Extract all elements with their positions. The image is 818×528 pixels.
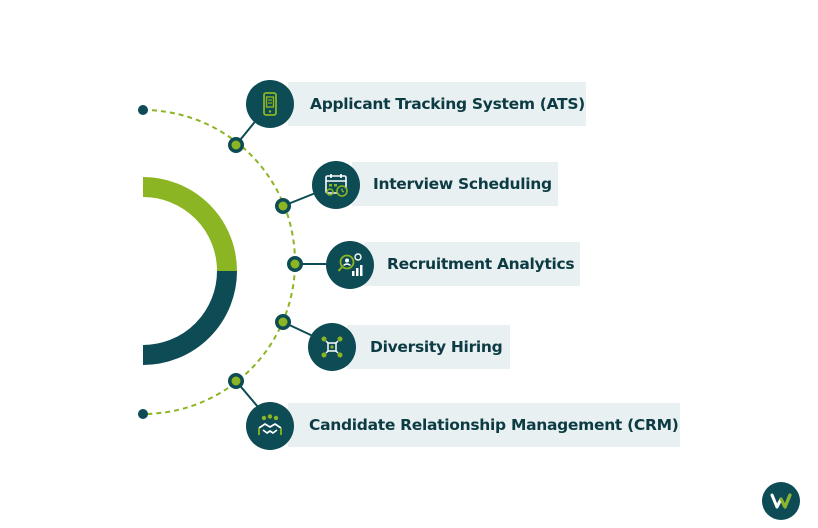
analytics-search-icon — [337, 253, 363, 276]
item-circle-recruitment-analytics — [326, 241, 374, 289]
item-circle-diversity-hiring — [308, 323, 356, 371]
arc-node-1 — [228, 137, 244, 153]
handshake-people-icon — [258, 414, 282, 435]
mobile-document-icon — [263, 92, 277, 116]
item-pill-interview-scheduling: Interview Scheduling — [352, 162, 558, 206]
item-label-recruitment-analytics: Recruitment Analytics — [387, 255, 575, 273]
arc-node-2 — [275, 198, 291, 214]
item-pill-diversity-hiring: Diversity Hiring — [347, 325, 510, 369]
item-pill-recruitment-analytics: Recruitment Analytics — [364, 242, 580, 286]
arc-node-5 — [228, 373, 244, 389]
brand-logo-icon — [762, 482, 800, 520]
arc-end-dot-top — [138, 105, 148, 115]
item-label-diversity-hiring: Diversity Hiring — [370, 338, 503, 356]
arc-node-3 — [287, 256, 303, 272]
arc-node-4 — [275, 314, 291, 330]
item-circle-crm — [246, 402, 294, 450]
item-pill-crm: Candidate Relationship Management (CRM) — [288, 403, 680, 447]
calendar-gear-icon — [325, 174, 348, 197]
item-circle-interview-scheduling — [312, 161, 360, 209]
arc-end-dot-bottom — [138, 409, 148, 419]
diversity-network-icon — [321, 336, 343, 358]
item-label-ats: Applicant Tracking System (ATS) — [310, 95, 585, 113]
half-ring-lower — [142, 270, 237, 365]
item-label-interview-scheduling: Interview Scheduling — [373, 175, 552, 193]
item-label-crm: Candidate Relationship Management (CRM) — [309, 416, 679, 434]
item-pill-ats: Applicant Tracking System (ATS) — [288, 82, 586, 126]
half-ring-upper — [142, 177, 237, 272]
item-circle-ats — [246, 80, 294, 128]
